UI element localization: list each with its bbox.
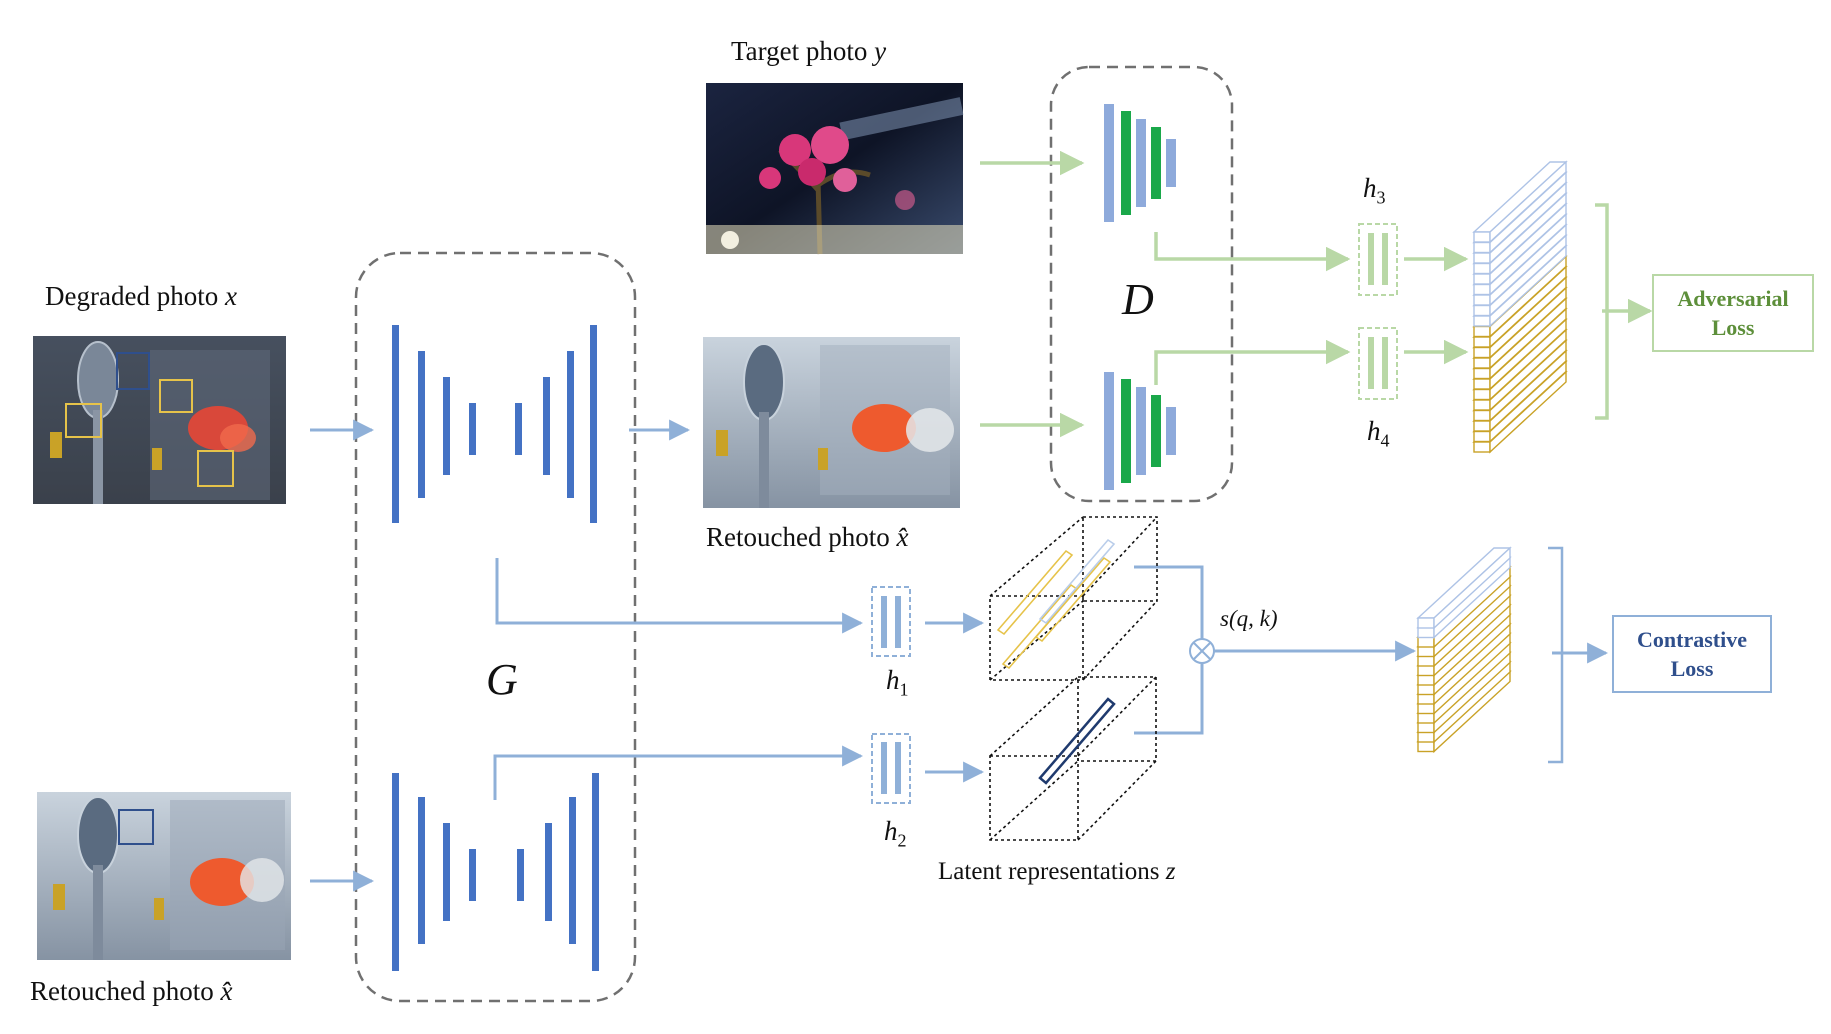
stack-slab-front — [1417, 617, 1435, 629]
generator-label: G — [486, 655, 518, 704]
h2-head — [871, 733, 911, 804]
h4-label: h4 — [1367, 416, 1390, 451]
stack-slab-front — [1473, 283, 1491, 296]
generator-bottom-layers — [392, 773, 599, 971]
latent-representations-label: Latent representations z — [938, 858, 1176, 885]
stack-slab-front — [1473, 315, 1491, 327]
adversarial-loss-box: Adversarial Loss — [1652, 274, 1814, 352]
discriminator-top-layers — [1104, 104, 1176, 222]
stack-slab-side — [1433, 546, 1511, 630]
stack-slab-front — [1473, 336, 1491, 348]
retouched-photo-middle — [703, 337, 960, 508]
stack-slab-front — [1473, 294, 1491, 306]
discriminator-module-box — [1049, 65, 1234, 503]
stack-slab-front — [1417, 626, 1435, 639]
stack-slab-front — [1417, 702, 1435, 715]
stack-slab-front — [1417, 645, 1435, 658]
stack-slab-front — [1417, 693, 1435, 705]
stack-slab-front — [1473, 357, 1491, 369]
target-photo-label: Target photo y — [731, 36, 887, 66]
green-arrows — [980, 150, 1653, 438]
adversarial-loss-line1: Adversarial — [1677, 286, 1789, 311]
stack-slab-front — [1417, 721, 1435, 734]
contrastive-loss-line2: Loss — [1670, 656, 1714, 681]
stack-slab-front — [1417, 712, 1435, 724]
latent-cube-bottom-slice — [1038, 697, 1116, 785]
retouched-photo-mid-label: Retouched photo x̂ — [706, 522, 909, 552]
h3-head — [1358, 223, 1398, 296]
similarity-otimes-icon — [1189, 638, 1215, 664]
h1-label: h1 — [886, 665, 909, 700]
generator-module-box — [354, 251, 637, 1003]
stack-slab-front — [1473, 399, 1491, 411]
latent-cube-top-slices — [996, 538, 1116, 670]
stack-slab-front — [1473, 325, 1491, 338]
discriminator-label: D — [1122, 275, 1154, 324]
h4-head — [1358, 327, 1398, 400]
stack-slab-front — [1473, 231, 1491, 243]
stack-slab-front — [1473, 304, 1491, 317]
stack-slab-front — [1473, 273, 1491, 285]
h1-head — [871, 586, 911, 657]
stack-slab-front — [1473, 241, 1491, 254]
latent-cube-top — [989, 516, 1158, 681]
stack-slab-front — [1417, 674, 1435, 686]
retouched-photo-bottom-label: Retouched photo x̂ — [30, 976, 233, 1006]
stack-slab-front — [1473, 430, 1491, 443]
adversarial-feature-stack — [1472, 160, 1568, 454]
stack-slab-front — [1473, 409, 1491, 422]
degraded-photo-label: Degraded photo x — [45, 281, 237, 311]
stack-slab-front — [1473, 378, 1491, 390]
stack-slab-front — [1417, 683, 1435, 696]
similarity-label: s(q, k) — [1220, 606, 1278, 631]
stack-slab-front — [1417, 636, 1435, 648]
latent-cube-bottom — [989, 676, 1157, 841]
stack-slab-front — [1473, 441, 1491, 453]
contrastive-bracket — [1548, 546, 1564, 764]
stack-slab-front — [1473, 420, 1491, 432]
stack-slab-front — [1473, 388, 1491, 401]
stack-slab-front — [1417, 655, 1435, 667]
contrastive-loss-box: Contrastive Loss — [1612, 615, 1772, 693]
stack-slab-side — [1489, 160, 1567, 244]
degraded-photo — [33, 336, 286, 504]
stack-slab-front — [1473, 252, 1491, 264]
contrastive-loss-line1: Contrastive — [1637, 627, 1747, 652]
stack-slab-front — [1473, 346, 1491, 359]
target-photo — [706, 83, 964, 255]
stack-slab-front — [1417, 731, 1435, 743]
retouched-photo-bottom — [37, 792, 291, 960]
generator-top-layers — [392, 325, 597, 523]
stack-slab-front — [1473, 367, 1491, 380]
h3-label: h3 — [1363, 173, 1386, 208]
stack-slab-front — [1417, 740, 1435, 753]
stack-slab-front — [1473, 262, 1491, 275]
adversarial-loss-line2: Loss — [1711, 315, 1755, 340]
discriminator-bottom-layers — [1104, 372, 1176, 490]
contrastive-feature-stack — [1416, 546, 1512, 754]
stack-slab-front — [1417, 664, 1435, 677]
h2-label: h2 — [884, 816, 907, 851]
